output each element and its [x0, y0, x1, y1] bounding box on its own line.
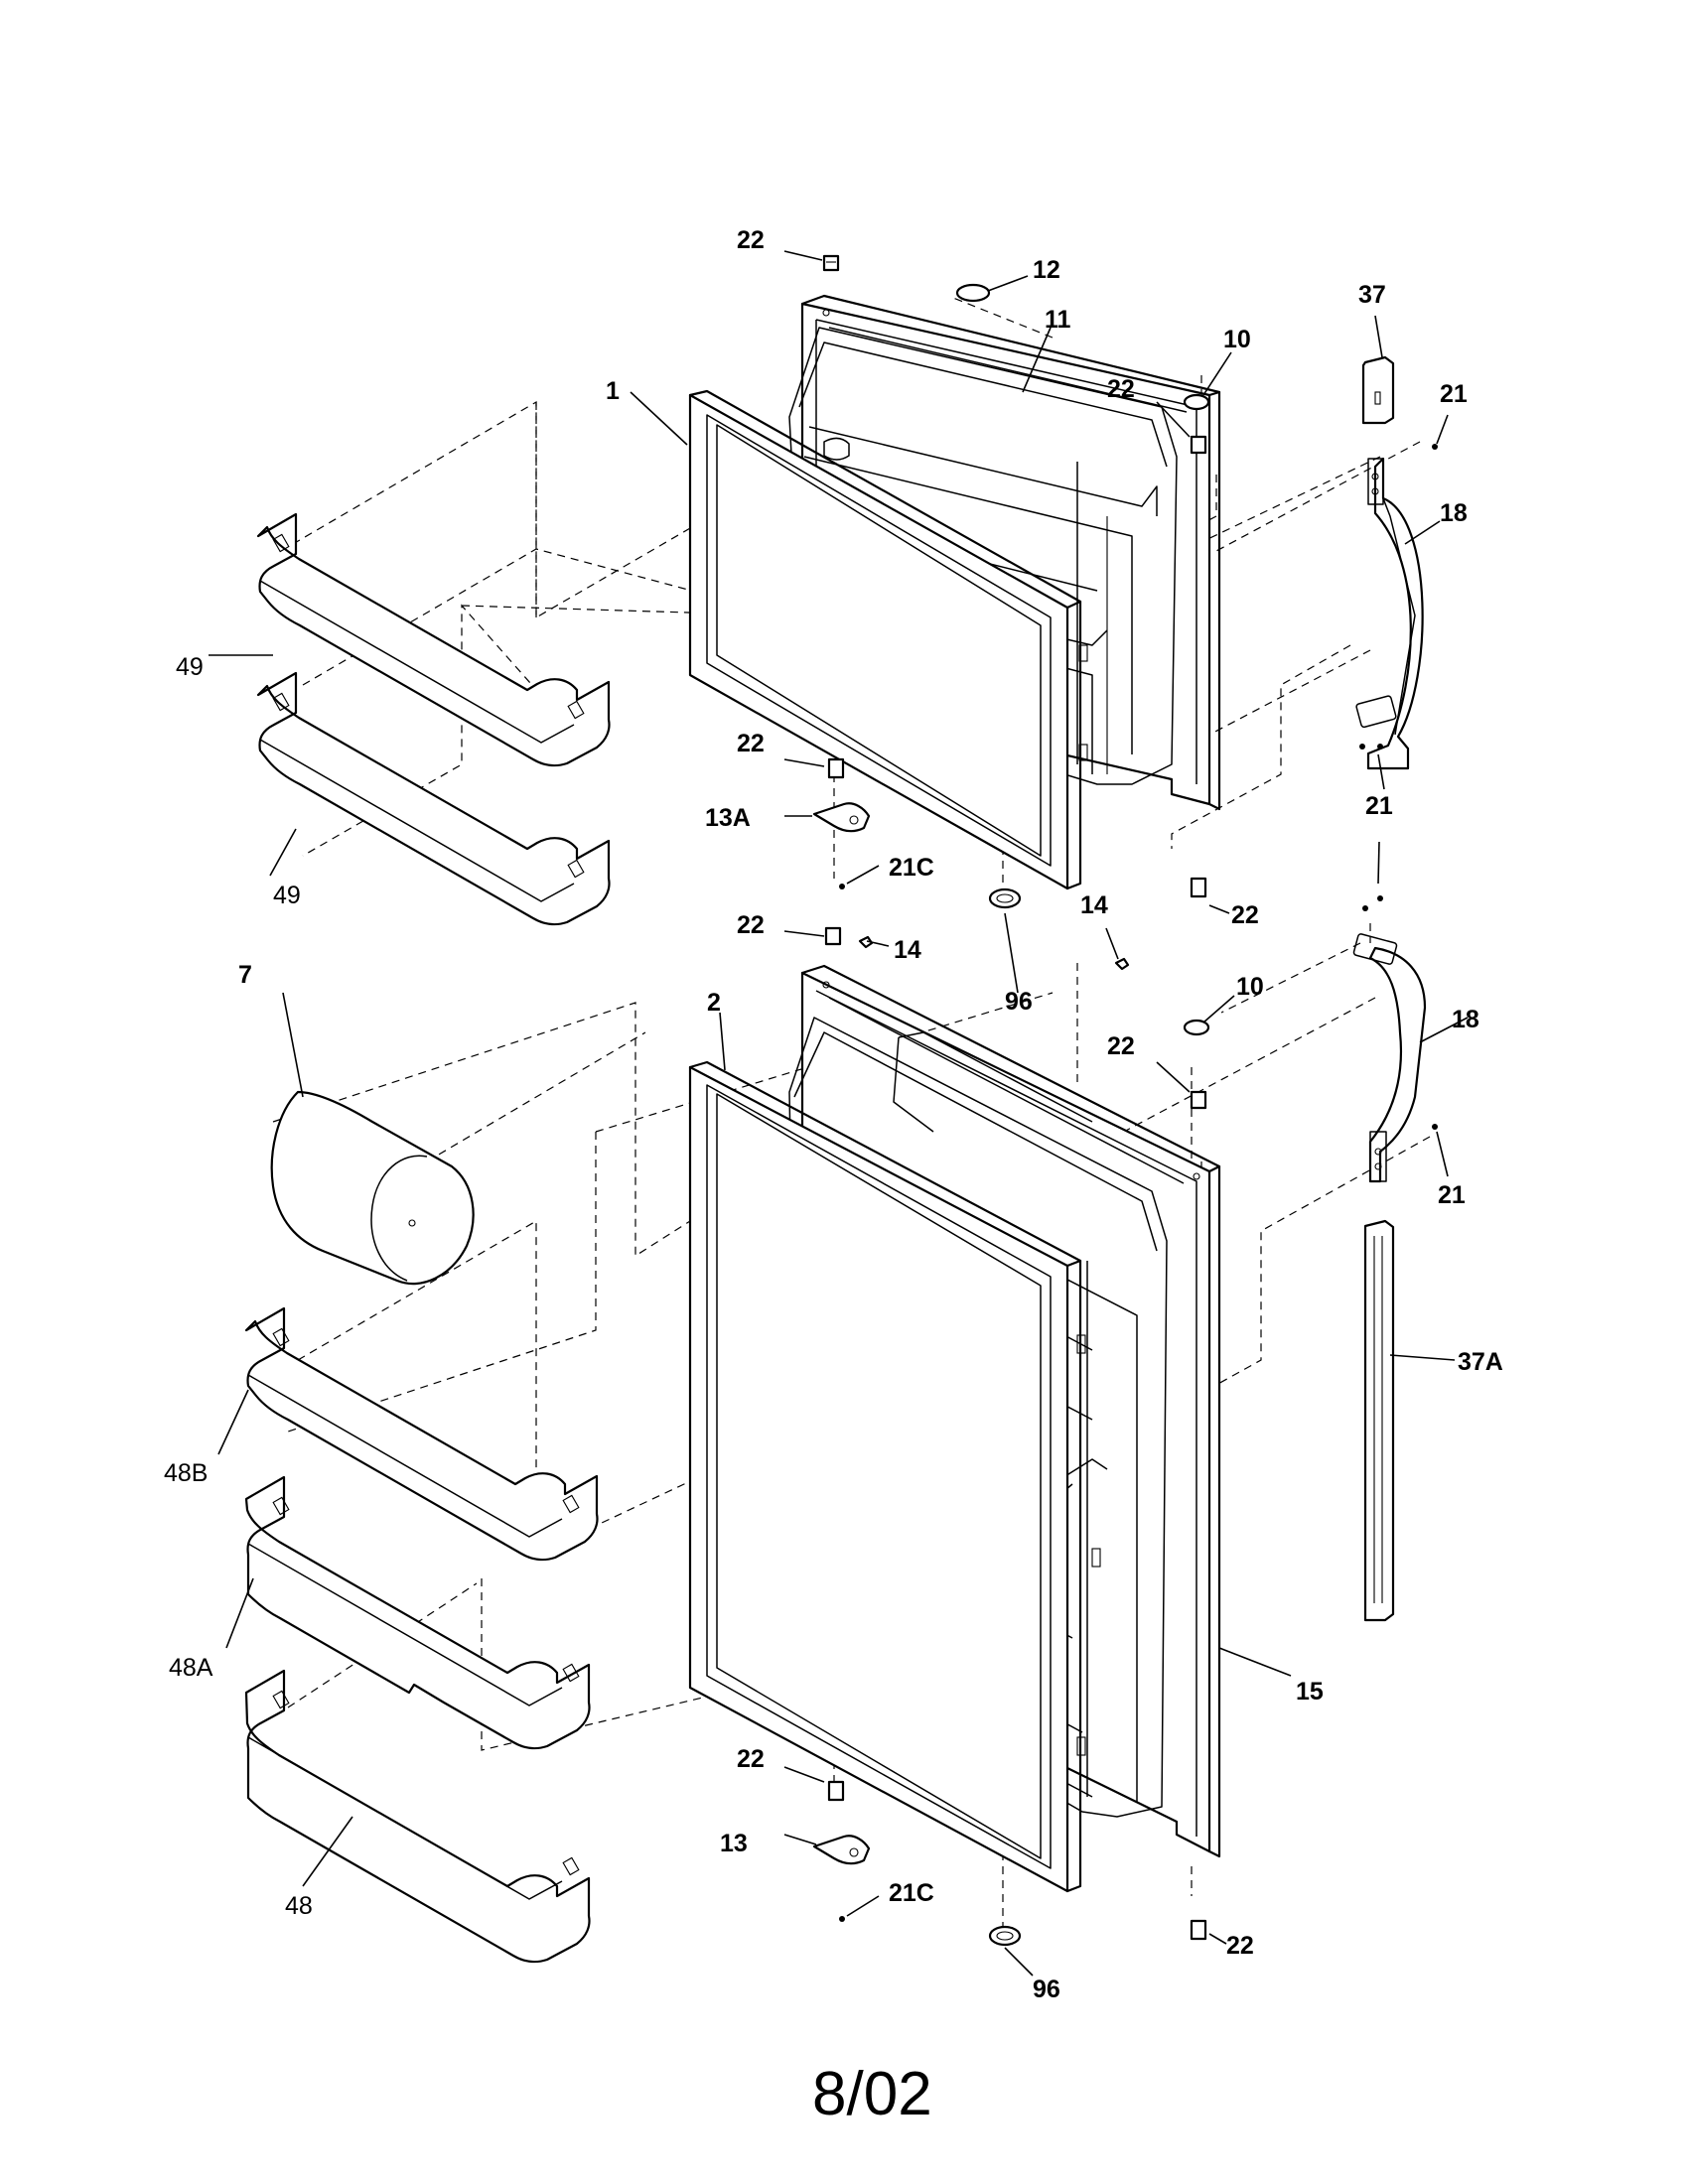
- part-labels: 22 12 11 10 22 37 21 18 1 49 49 22 13A 2…: [164, 226, 1503, 2003]
- label-22-a: 22: [737, 226, 765, 254]
- label-7: 7: [238, 961, 252, 989]
- shelf-48b: [244, 1306, 599, 1562]
- hardware: [812, 254, 1438, 1947]
- label-21c-a: 21C: [889, 854, 934, 882]
- screw-22-c: [827, 757, 845, 779]
- dairy-cover-7: [270, 1090, 475, 1286]
- hinge-13: [812, 1835, 871, 1865]
- handle-18-upper: [1355, 457, 1424, 770]
- label-22-e: 22: [737, 911, 765, 939]
- label-10-a: 10: [1223, 326, 1251, 353]
- screw-22-g: [827, 1780, 845, 1802]
- shelf-49-upper: [256, 512, 611, 767]
- handle-trim-37: [1361, 355, 1395, 425]
- plug-10-upper: [1183, 393, 1210, 411]
- label-12: 12: [1033, 256, 1060, 284]
- label-18-b: 18: [1452, 1006, 1479, 1033]
- clip-14-b: [1114, 957, 1130, 971]
- label-22-g: 22: [737, 1745, 765, 1773]
- label-2: 2: [707, 989, 721, 1017]
- label-15: 15: [1296, 1678, 1324, 1706]
- label-10-b: 10: [1236, 973, 1264, 1001]
- label-22-b: 22: [1107, 375, 1135, 403]
- label-21-b: 21: [1365, 792, 1393, 820]
- date-code: 8/02: [812, 2060, 932, 2128]
- plug-12: [955, 283, 991, 303]
- washer-96-upper: [988, 887, 1022, 909]
- screw-22-b: [1190, 435, 1207, 455]
- handle-trim-37a: [1363, 1219, 1395, 1622]
- fresh-food-gasket: [688, 1060, 1082, 1893]
- label-49-b: 49: [273, 882, 301, 909]
- hinge-13a: [812, 802, 871, 833]
- label-96-b: 96: [1033, 1976, 1060, 2003]
- label-21-c: 21: [1438, 1181, 1466, 1209]
- label-21c-b: 21C: [889, 1879, 934, 1907]
- label-14-b: 14: [1080, 891, 1108, 919]
- label-49-a: 49: [176, 653, 204, 681]
- clip-14-a: [858, 935, 874, 949]
- label-48b: 48B: [164, 1459, 208, 1487]
- shelf-49-lower: [256, 671, 611, 926]
- label-96-a: 96: [1005, 988, 1033, 1016]
- label-22-c: 22: [737, 730, 765, 757]
- shelf-48: [244, 1669, 591, 1964]
- label-48: 48: [285, 1892, 313, 1920]
- handle-18-lower: [1352, 933, 1427, 1183]
- washer-96-lower: [988, 1925, 1022, 1947]
- leader-lines: [209, 250, 1469, 1977]
- label-14-a: 14: [894, 936, 921, 964]
- label-21-a: 21: [1440, 380, 1468, 408]
- plug-10-lower: [1183, 1019, 1210, 1036]
- label-48a: 48A: [169, 1654, 213, 1682]
- screw-22-h: [1190, 1919, 1207, 1941]
- label-37a: 37A: [1458, 1348, 1503, 1376]
- label-18-a: 18: [1440, 499, 1468, 527]
- label-22-d: 22: [1231, 901, 1259, 929]
- label-1: 1: [606, 377, 620, 405]
- label-13: 13: [720, 1830, 748, 1857]
- freezer-gasket: [688, 389, 1082, 890]
- label-22-f: 22: [1107, 1032, 1135, 1060]
- screw-22-f: [1190, 1090, 1207, 1110]
- shelf-48a: [244, 1475, 591, 1750]
- label-37: 37: [1358, 281, 1386, 309]
- label-22-h: 22: [1226, 1932, 1254, 1960]
- screw-22-e: [824, 926, 842, 946]
- screw-22-d: [1190, 877, 1207, 898]
- label-11: 11: [1045, 306, 1071, 334]
- screw-22-a: [822, 254, 840, 272]
- label-13a: 13A: [705, 804, 751, 832]
